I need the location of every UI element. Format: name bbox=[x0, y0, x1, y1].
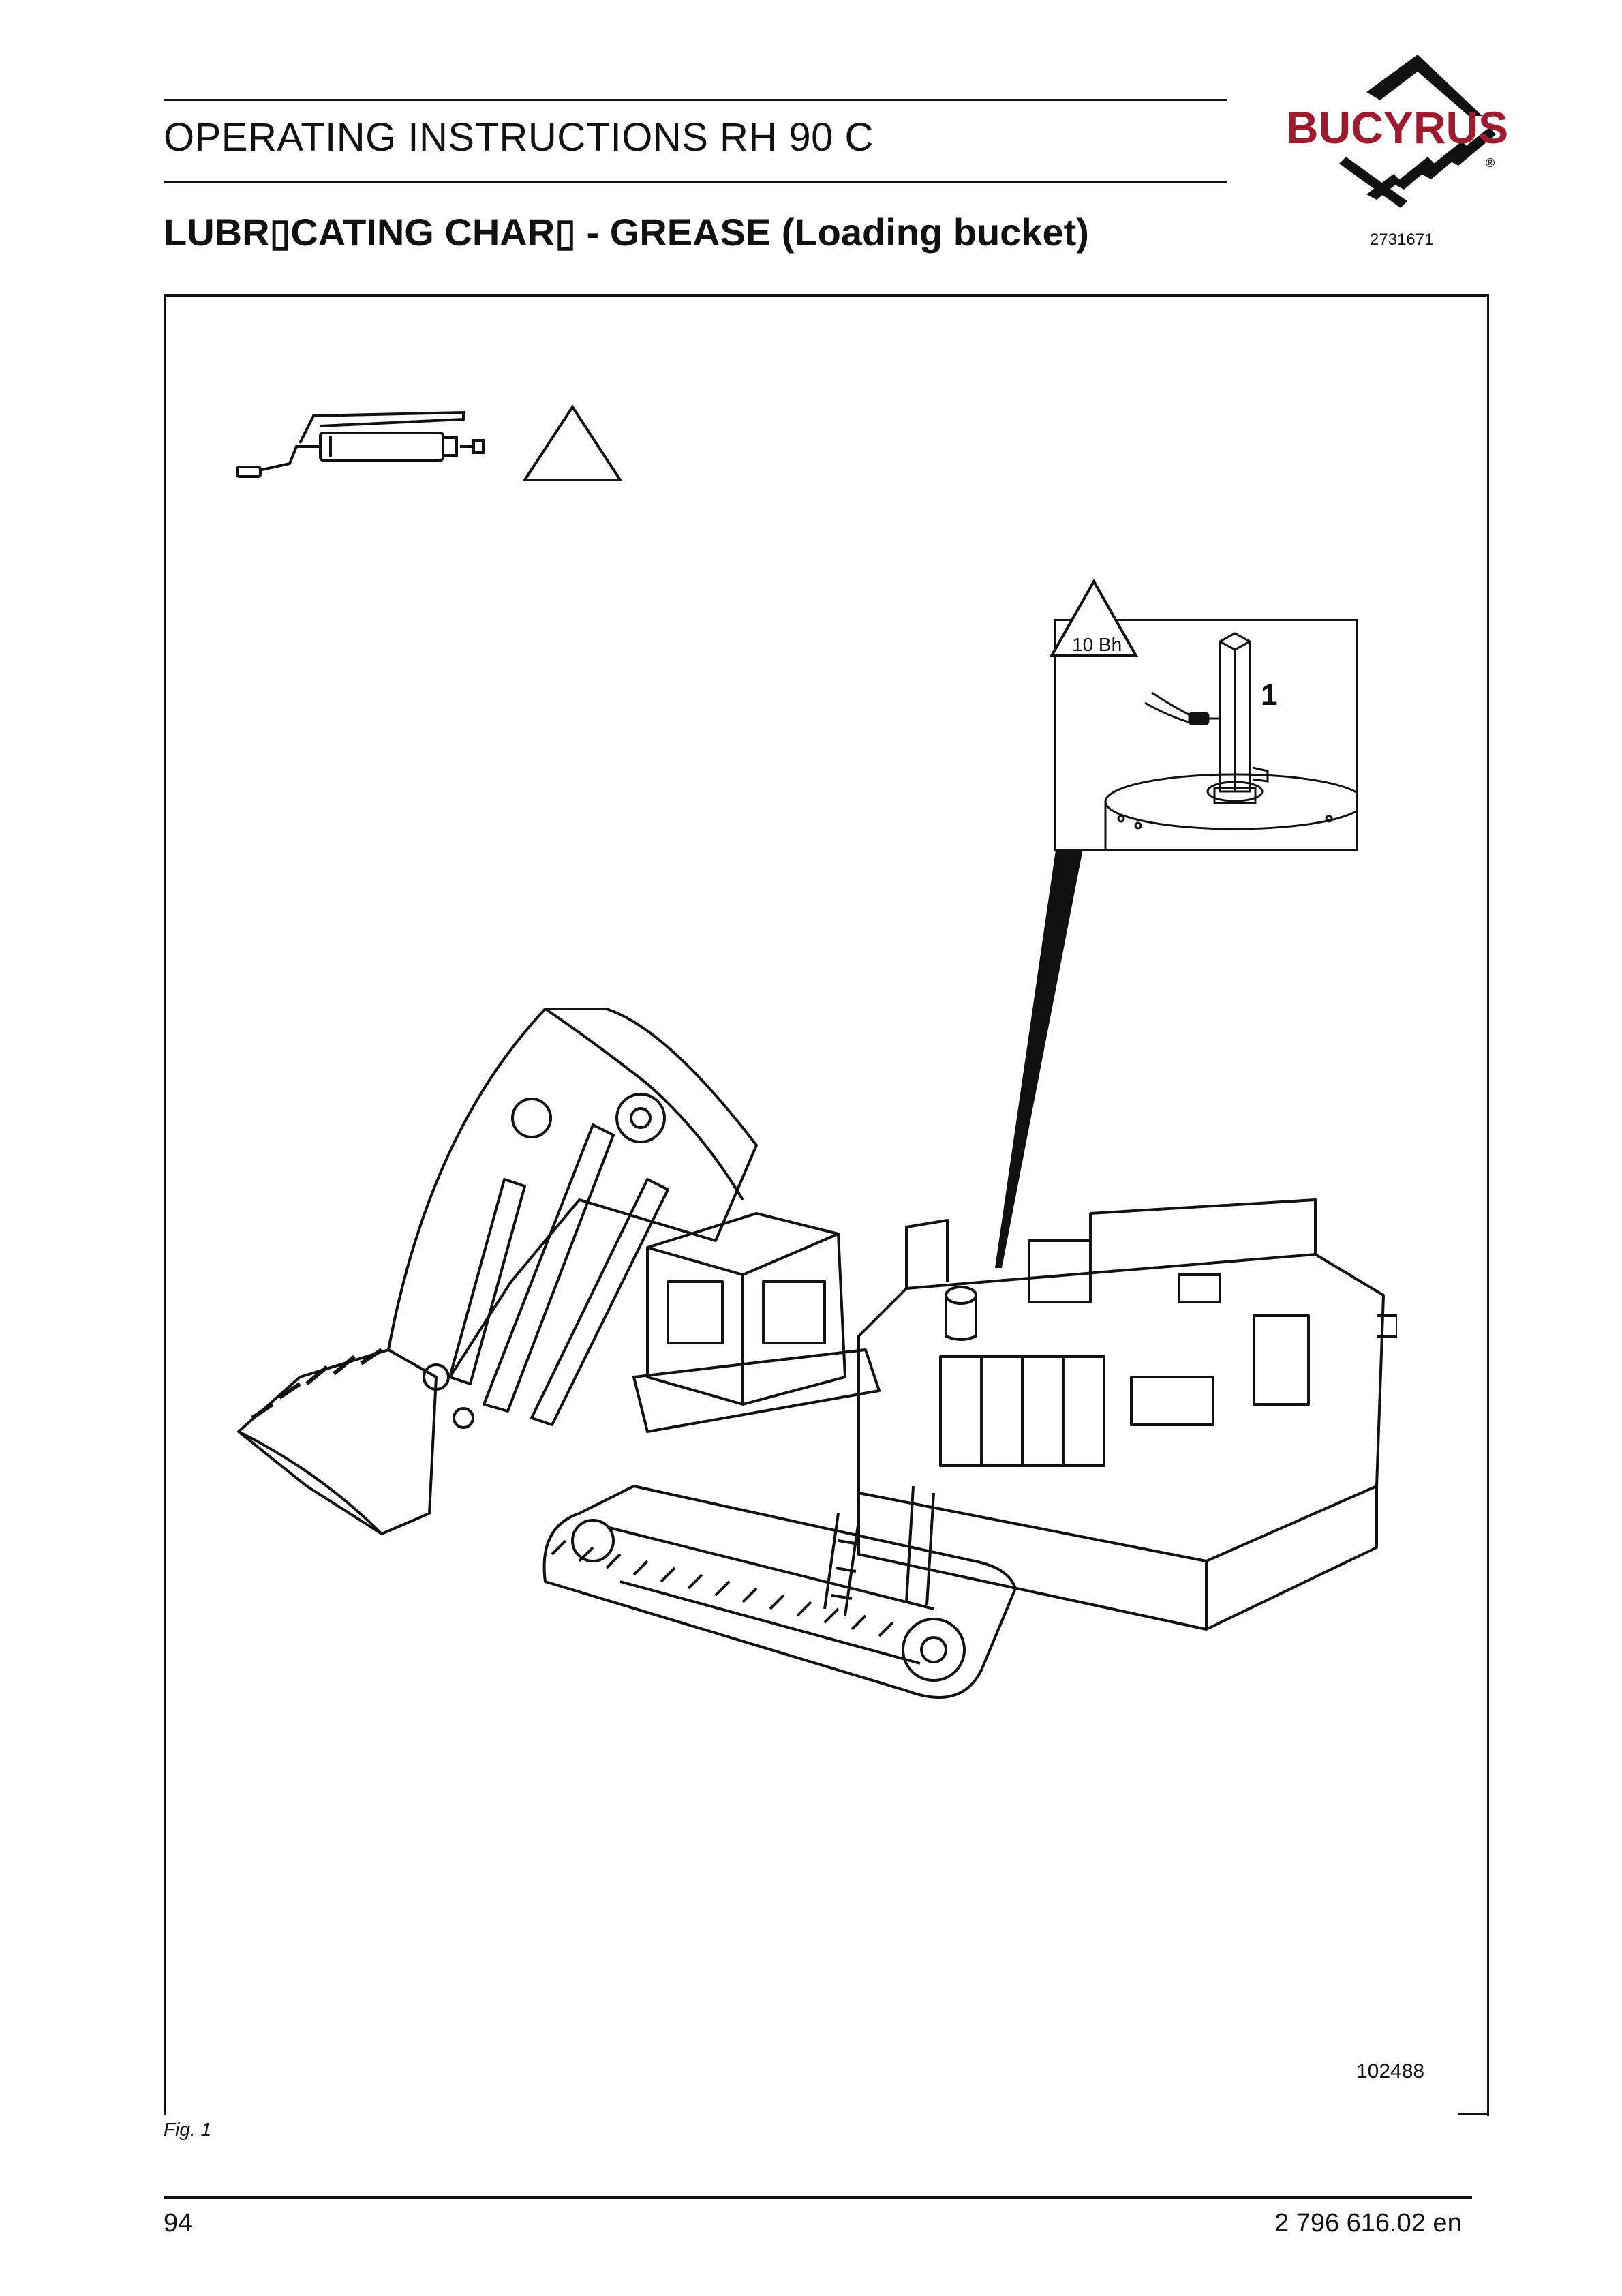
callout-leader bbox=[995, 845, 1084, 1268]
footer-rule bbox=[164, 2196, 1472, 2199]
excavator-illustration bbox=[237, 1008, 1397, 1699]
callout-number: 1 bbox=[1261, 678, 1278, 712]
detail-inset bbox=[1054, 619, 1358, 851]
lubrication-point-detail bbox=[1104, 632, 1356, 849]
warning-triangle-icon bbox=[522, 404, 623, 481]
section-title: LUBR▯CATING CHAR▯ - GREASE (Loading buck… bbox=[164, 211, 1089, 254]
interval-label: 10 Bh bbox=[1072, 634, 1122, 655]
document-code: 2731671 bbox=[1370, 230, 1434, 249]
header-rule-bottom bbox=[164, 181, 1227, 183]
figure-number: 102488 bbox=[1356, 2060, 1425, 2083]
document-title: OPERATING INSTRUCTIONS RH 90 C bbox=[164, 115, 874, 160]
grease-gun-icon bbox=[236, 410, 485, 478]
logo-registered-mark: ® bbox=[1486, 156, 1495, 170]
figure-caption: Fig. 1 bbox=[164, 2119, 212, 2140]
header-rule-top bbox=[164, 99, 1227, 101]
logo-text: BUCYRUS bbox=[1286, 102, 1508, 153]
bucyrus-logo: BUCYRUS ® bbox=[1286, 55, 1508, 208]
figure-frame bbox=[164, 294, 1489, 2115]
interval-warning-badge bbox=[1050, 579, 1138, 657]
figure-frame-corner bbox=[1458, 2113, 1489, 2115]
figure-frame-right bbox=[1487, 294, 1489, 2116]
document-number: 2 796 616.02 en bbox=[1274, 2209, 1462, 2237]
page-number: 94 bbox=[164, 2209, 193, 2237]
